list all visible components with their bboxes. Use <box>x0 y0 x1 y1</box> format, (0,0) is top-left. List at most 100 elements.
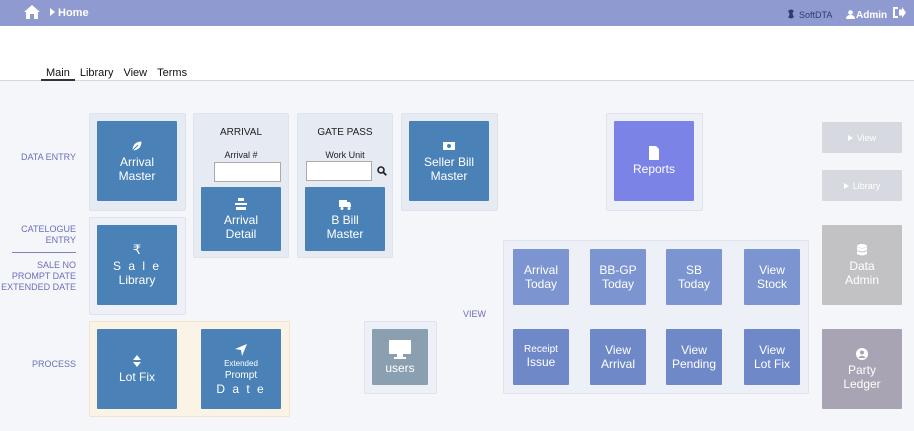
view-side-button[interactable]: View <box>822 122 902 153</box>
label-sale-dates: SALE NO PROMPT DATE EXTENDED DATE <box>0 260 76 293</box>
seller-bill-master-button[interactable]: Seller Bill Master <box>409 121 489 201</box>
seller-bill-line2: Master <box>430 169 468 183</box>
data-admin-line1: Data <box>849 259 875 273</box>
view-grid-4-line2: Issue <box>526 355 556 369</box>
label-catalogue-line1: CATELOGUE <box>21 224 76 234</box>
label-view: VIEW <box>462 309 486 319</box>
work-unit-label: Work Unit <box>325 150 365 160</box>
library-side-label: Library <box>852 180 881 191</box>
arrival-detail-button[interactable]: Arrival Detail <box>201 187 281 251</box>
lot-fix-label: Lot Fix <box>118 370 155 384</box>
arrival-detail-line2: Detail <box>225 227 257 241</box>
user-circle-icon <box>856 348 868 360</box>
arrival-master-line2: Master <box>118 169 156 183</box>
view-arrival-button[interactable]: View Arrival <box>590 329 646 385</box>
play-icon <box>847 134 853 141</box>
view-grid-1-line1: BB-GP <box>599 263 637 277</box>
brand-name: SoftDTA <box>799 10 833 20</box>
b-bill-master-line1: B Bill <box>331 213 359 227</box>
rupee-icon: ₹ <box>132 242 142 257</box>
view-grid-3-line2: Stock <box>756 277 787 291</box>
arrival-today-button[interactable]: Arrival Today <box>513 249 569 305</box>
view-grid-3-line1: View <box>759 263 785 277</box>
breadcrumb-chevron-icon <box>50 8 55 16</box>
label-sale-line3: EXTENDED DATE <box>1 282 76 292</box>
users-button[interactable]: users <box>372 329 428 385</box>
b-bill-master-button[interactable]: B Bill Master <box>305 187 385 251</box>
search-icon[interactable] <box>377 166 387 176</box>
view-grid-1-line2: Today <box>601 277 635 291</box>
arrival-number-input[interactable] <box>214 162 281 182</box>
view-grid-5-line2: Arrival <box>600 357 635 371</box>
brand-logo-icon <box>788 9 794 19</box>
receipt-issue-button[interactable]: Receipt Issue <box>513 329 569 385</box>
home-icon[interactable] <box>24 5 40 19</box>
view-grid-2-line1: SB <box>685 263 702 277</box>
truck-icon <box>339 200 351 210</box>
view-grid-0-line2: Today <box>524 277 558 291</box>
view-grid-7-line1: View <box>759 343 785 357</box>
label-process: PROCESS <box>31 359 76 369</box>
breadcrumb-home[interactable]: Home <box>58 7 89 19</box>
library-side-button[interactable]: Library <box>822 170 902 201</box>
user-name[interactable]: Admin <box>856 10 888 21</box>
tab-terms[interactable]: Terms <box>157 67 188 79</box>
arrival-detail-line1: Arrival <box>223 213 258 227</box>
tab-main[interactable]: Main <box>41 67 75 81</box>
view-lot-fix-button[interactable]: View Lot Fix <box>744 329 800 385</box>
extended-line1: Extended <box>224 358 258 368</box>
extended-line2: Prompt <box>224 369 258 381</box>
party-ledger-line1: Party <box>847 363 876 377</box>
reports-label: Reports <box>632 162 676 176</box>
extended-line3: D a t e <box>216 381 266 396</box>
b-bill-master-line2: Master <box>326 227 364 241</box>
label-sale-line1: SALE NO <box>36 260 76 270</box>
label-sale-line2: PROMPT DATE <box>11 271 76 281</box>
party-ledger-line2: Ledger <box>843 377 881 391</box>
location-arrow-icon <box>235 343 247 356</box>
label-data-entry: DATA ENTRY <box>20 152 76 162</box>
stack-icon <box>235 198 247 210</box>
users-label: users <box>385 361 415 375</box>
extended-prompt-date-button[interactable]: Extended Prompt D a t e <box>201 329 281 409</box>
data-admin-line2: Admin <box>844 273 879 287</box>
sb-today-button[interactable]: SB Today <box>666 249 722 305</box>
document-icon <box>649 146 659 160</box>
sale-library-line2: Library <box>118 273 156 287</box>
view-grid-6-line2: Pending <box>671 357 717 371</box>
seller-bill-line1: Seller Bill <box>423 155 474 169</box>
user-icon <box>846 10 855 19</box>
arrival-number-label: Arrival # <box>224 150 258 160</box>
sort-icon <box>133 355 141 367</box>
tab-view[interactable]: View <box>123 67 148 79</box>
view-grid-7-line2: Lot Fix <box>753 357 790 371</box>
view-side-label: View <box>856 132 877 143</box>
party-ledger-button[interactable]: Party Ledger <box>822 329 902 409</box>
work-unit-input[interactable] <box>306 161 372 181</box>
logout-icon[interactable] <box>892 6 906 19</box>
arrival-master-button[interactable]: Arrival Master <box>97 121 177 201</box>
data-admin-button[interactable]: Data Admin <box>822 225 902 305</box>
label-divider <box>12 252 76 253</box>
label-catalogue-line2: ENTRY <box>45 235 76 245</box>
sale-library-button[interactable]: ₹ S a l e Library <box>97 225 177 305</box>
lot-fix-button[interactable]: Lot Fix <box>97 329 177 409</box>
arrival-panel-title: ARRIVAL <box>219 127 263 138</box>
arrival-master-line1: Arrival <box>119 155 154 169</box>
tab-library[interactable]: Library <box>79 67 114 79</box>
sale-library-line1: S a l e <box>112 259 162 273</box>
view-grid-5-line1: View <box>605 343 631 357</box>
header-band <box>0 26 914 81</box>
view-stock-button[interactable]: View Stock <box>744 249 800 305</box>
play-icon <box>843 182 849 189</box>
money-icon <box>443 142 455 150</box>
top-bar: Home SoftDTA Admin <box>0 0 914 26</box>
gate-pass-panel-title: GATE PASS <box>317 127 373 138</box>
main-tabs: Main Library View Terms <box>41 67 192 81</box>
leaf-icon <box>131 140 143 152</box>
database-icon <box>856 244 868 256</box>
bb-gp-today-button[interactable]: BB-GP Today <box>590 249 646 305</box>
reports-button[interactable]: Reports <box>614 121 694 201</box>
view-pending-button[interactable]: View Pending <box>666 329 722 385</box>
view-grid-0-line1: Arrival <box>523 263 558 277</box>
